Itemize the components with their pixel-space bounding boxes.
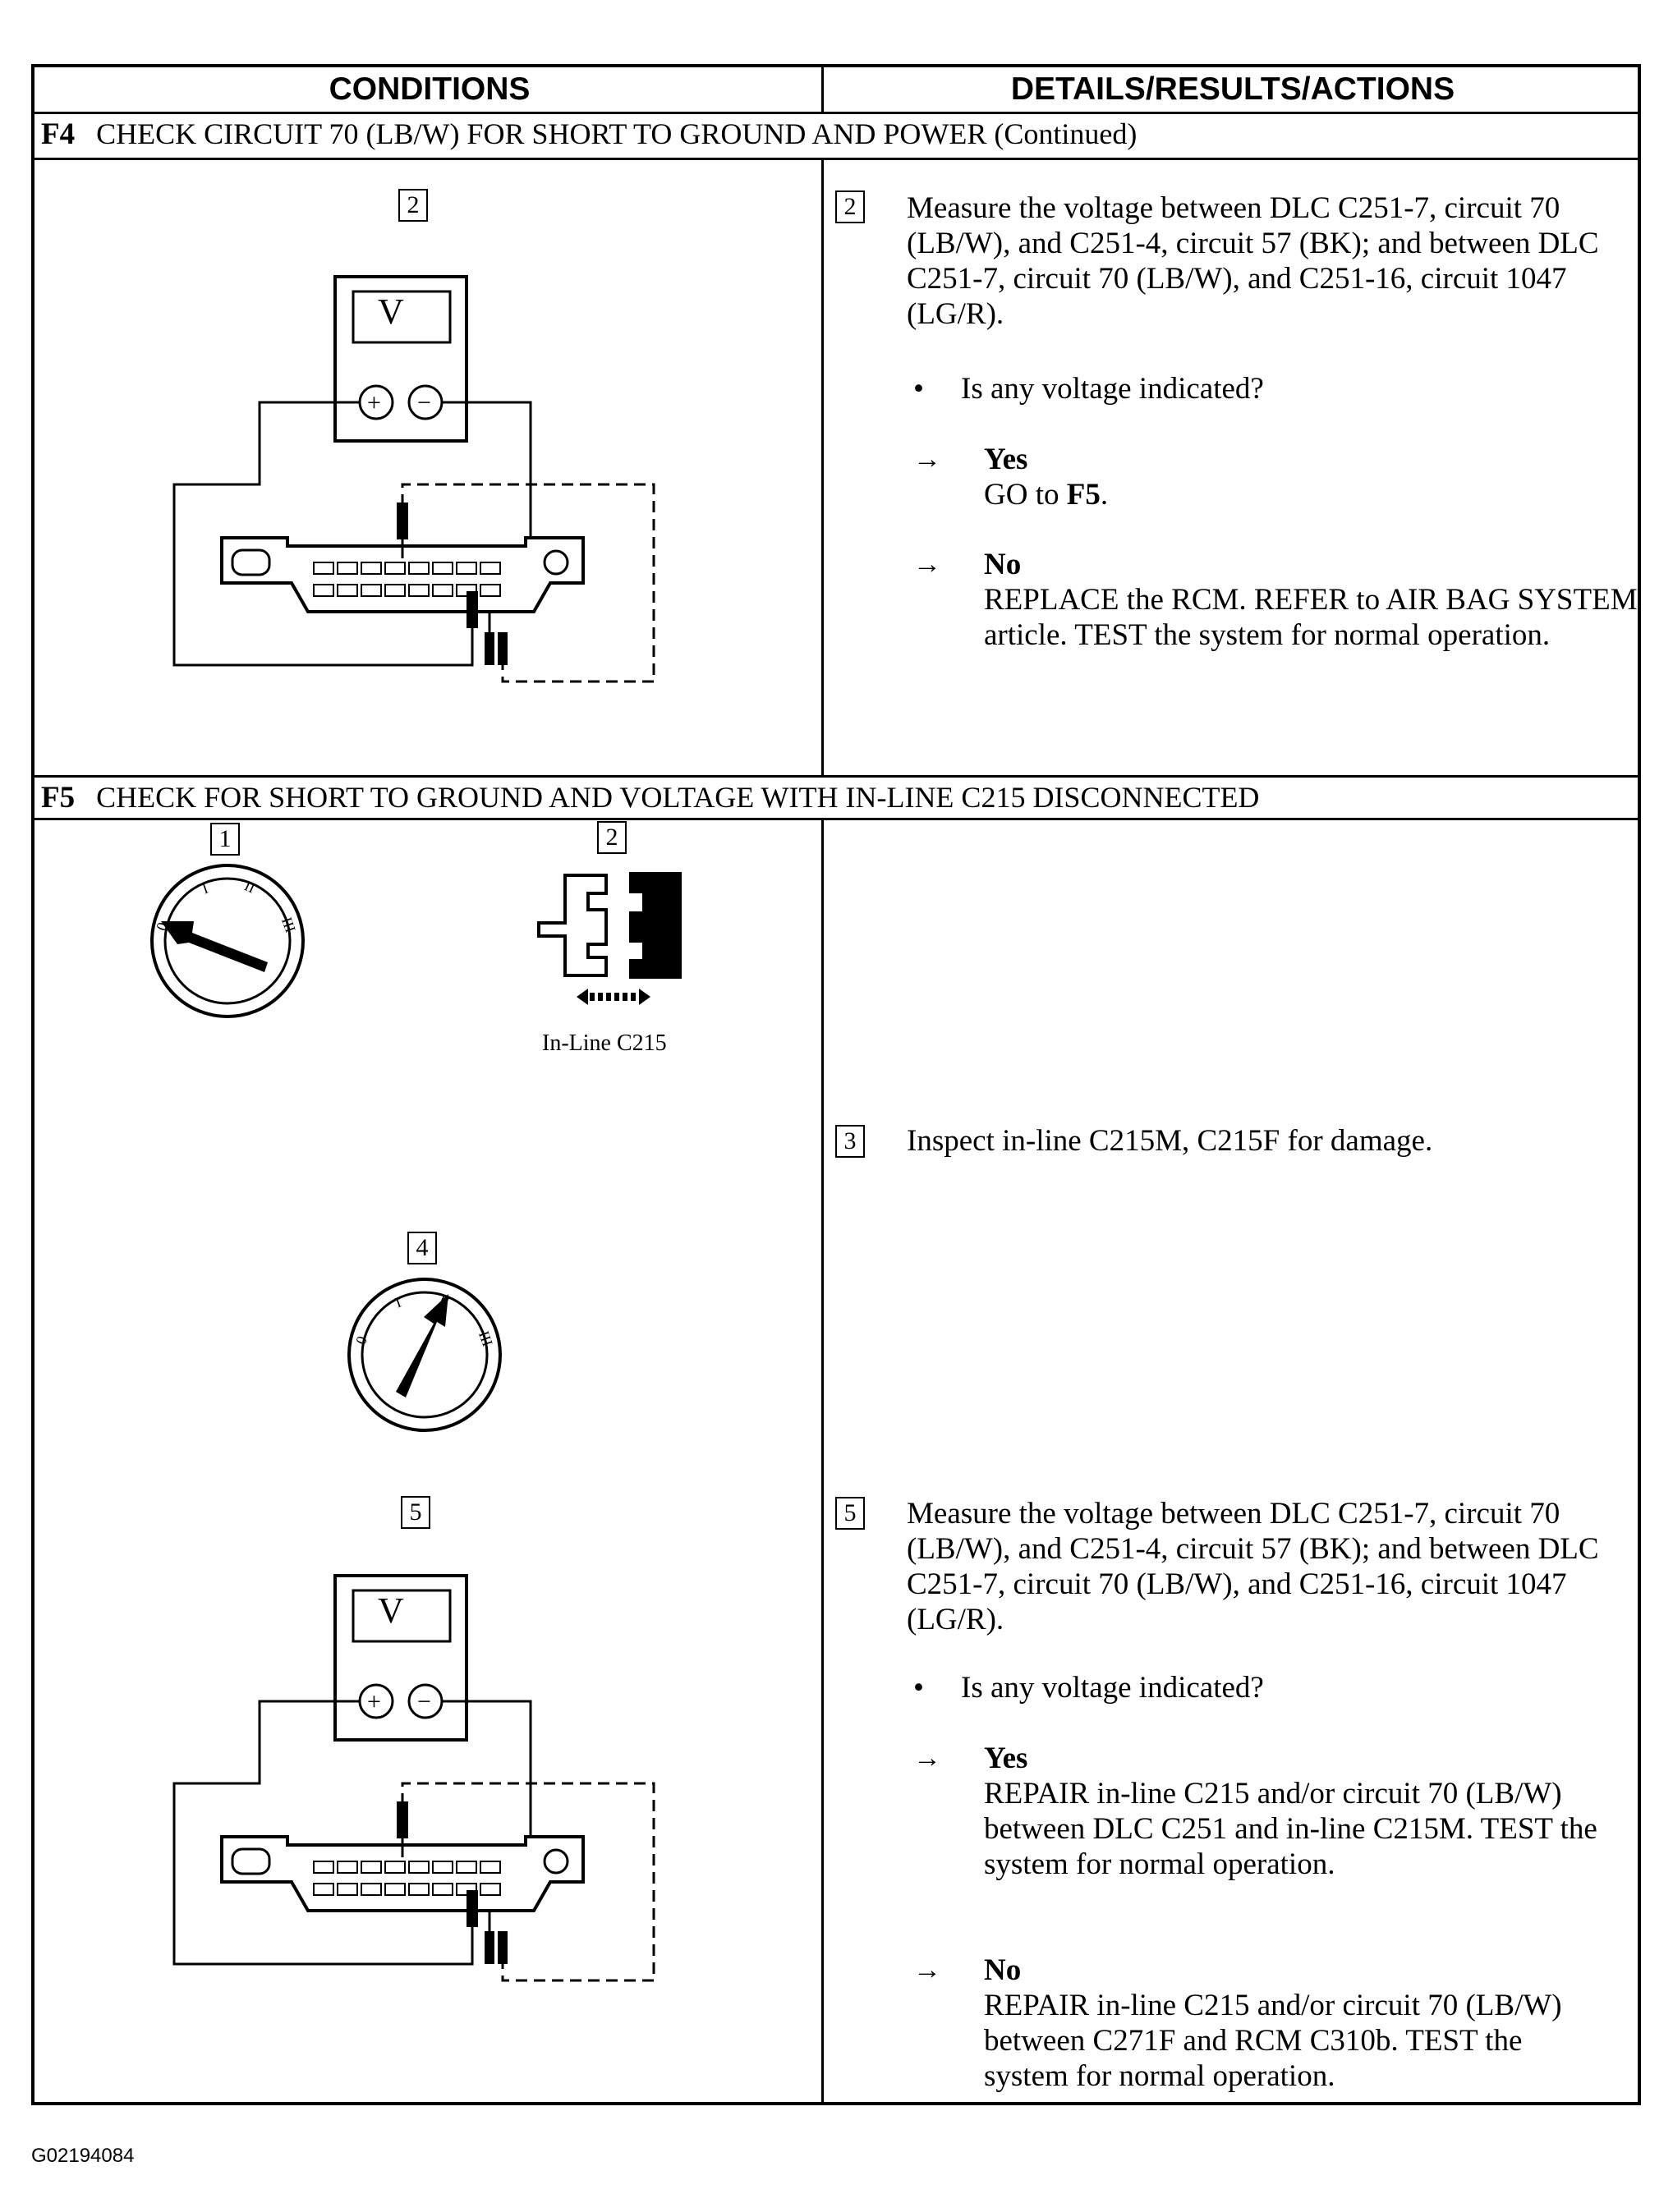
- f5-yes-block: Yes REPAIR in-line C215 and/or circuit 7…: [984, 1741, 1608, 1882]
- f4-question-bullet: •: [913, 372, 924, 406]
- f4-meter-plus: +: [367, 389, 381, 416]
- f5-fig-step-2: 2: [597, 821, 627, 854]
- f4-no-block: No REPLACE the RCM. REFER to AIR BAG SYS…: [984, 547, 1641, 653]
- f5-code: F5: [41, 780, 76, 815]
- f5-meter-plus: +: [367, 1688, 381, 1715]
- f5-step-3-box: 3: [835, 1125, 865, 1158]
- f5-title: CHECK FOR SHORT TO GROUND AND VOLTAGE WI…: [96, 781, 1260, 814]
- f4-voltmeter-diagram: [172, 275, 655, 683]
- f4-yes-prefix: GO to: [984, 478, 1067, 512]
- f5-yes-action: REPAIR in-line C215 and/or circuit 70 (L…: [984, 1777, 1597, 1881]
- f4-yes-suffix: .: [1100, 478, 1109, 512]
- f4-question: Is any voltage indicated?: [961, 372, 1264, 406]
- f4-meter-label: V: [378, 291, 404, 332]
- f4-bottom-divider: [34, 775, 1638, 778]
- f4-yes-label: Yes: [984, 443, 1028, 476]
- f5-no-arrow: →: [913, 1955, 941, 1985]
- f5-meter-minus: −: [417, 1688, 431, 1715]
- f5-step-5-box: 5: [835, 1497, 865, 1530]
- inline-connector-disconnect-icon: [537, 872, 682, 1005]
- f5-question: Is any voltage indicated?: [961, 1671, 1264, 1705]
- f5-no-block: No REPAIR in-line C215 and/or circuit 70…: [984, 1953, 1608, 2094]
- f4-no-action: REPLACE the RCM. REFER to AIR BAG SYSTEM…: [984, 583, 1638, 652]
- ignition-switch-off-icon: [150, 864, 305, 1018]
- f4-yes-arrow: →: [913, 444, 941, 475]
- f4-meter-minus: −: [417, 389, 431, 416]
- ignition-switch-run-icon: [347, 1278, 502, 1432]
- procedure-table: CONDITIONS DETAILS/RESULTS/ACTIONS F4 CH…: [31, 64, 1641, 2105]
- fig2-caption: In-Line C215: [542, 1030, 667, 1056]
- details-header: DETAILS/RESULTS/ACTIONS: [1010, 71, 1455, 107]
- f5-step-5-text: Measure the voltage between DLC C251-7, …: [907, 1497, 1599, 1636]
- f4-yes-target: F5: [1066, 478, 1101, 512]
- figure-id: G02194084: [31, 2145, 135, 2167]
- f4-no-arrow: →: [913, 549, 941, 580]
- f5-no-label: No: [984, 1953, 1022, 1987]
- f5-question-bullet: •: [913, 1671, 924, 1705]
- f5-yes-arrow: →: [913, 1743, 941, 1774]
- f4-no-label: No: [984, 548, 1022, 581]
- column-divider-f4: [821, 158, 824, 777]
- f5-fig-step-4: 4: [407, 1232, 437, 1264]
- f5-fig-step-1: 1: [210, 823, 240, 856]
- f5-section-title: F5 CHECK FOR SHORT TO GROUND AND VOLTAGE…: [34, 777, 1638, 818]
- f4-yes-block: Yes GO to F5.: [984, 442, 1608, 512]
- f4-title-divider: [34, 158, 1638, 160]
- column-divider-header: [821, 67, 824, 113]
- f5-no-action: REPAIR in-line C215 and/or circuit 70 (L…: [984, 1989, 1562, 2093]
- f5-fig-step-5: 5: [401, 1496, 430, 1529]
- f4-code: F4: [41, 117, 76, 151]
- f4-section-title: F4 CHECK CIRCUIT 70 (LB/W) FOR SHORT TO …: [34, 113, 1638, 154]
- f5-meter-label: V: [378, 1590, 404, 1631]
- f4-step-2-box: 2: [835, 190, 865, 223]
- f5-voltmeter-diagram: [172, 1574, 655, 1982]
- header-divider: [34, 112, 1638, 114]
- f5-step-3-text: Inspect in-line C215M, C215F for damage.: [907, 1124, 1433, 1158]
- f4-fig-step-2: 2: [398, 189, 428, 222]
- f5-yes-label: Yes: [984, 1742, 1028, 1775]
- column-divider-f5: [821, 818, 824, 2105]
- f4-step-2-text: Measure the voltage between DLC C251-7, …: [907, 191, 1599, 331]
- f5-title-divider: [34, 818, 1638, 820]
- f4-title: CHECK CIRCUIT 70 (LB/W) FOR SHORT TO GRO…: [96, 117, 1138, 150]
- conditions-header: CONDITIONS: [329, 71, 531, 107]
